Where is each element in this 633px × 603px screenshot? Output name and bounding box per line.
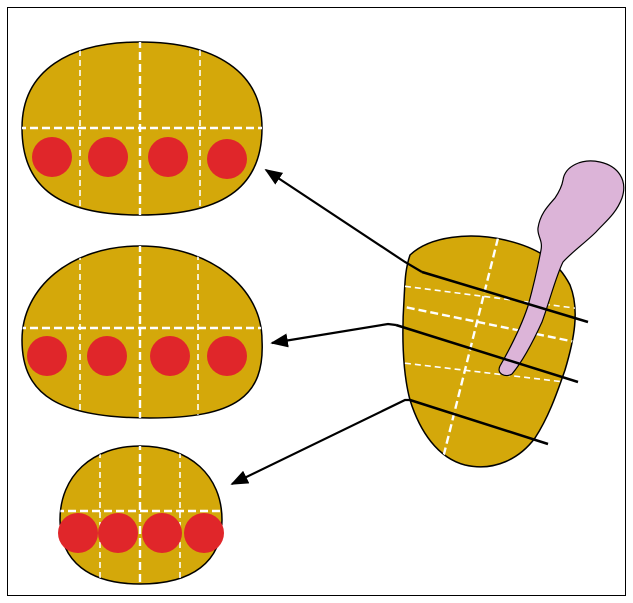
cut-line-2 xyxy=(395,323,579,384)
arrow-middle xyxy=(270,322,397,348)
middle-section xyxy=(21,245,263,419)
middle-section-outline xyxy=(21,245,263,419)
specimen xyxy=(395,160,625,468)
middle-section-grid xyxy=(22,246,263,418)
middle-marker-1 xyxy=(27,336,67,376)
upper-section xyxy=(21,41,263,216)
middle-marker-3 xyxy=(150,336,190,376)
upper-marker-1 xyxy=(32,137,72,177)
lower-section-grid xyxy=(60,446,222,584)
lower-marker-2 xyxy=(98,513,138,553)
upper-marker-3 xyxy=(148,137,188,177)
duct-shape xyxy=(498,160,625,377)
cut-line-3 xyxy=(409,398,549,446)
upper-marker-2 xyxy=(88,137,128,177)
upper-section-grid xyxy=(22,42,262,215)
specimen-grid xyxy=(402,237,576,467)
middle-marker-4 xyxy=(207,336,247,376)
lower-marker-3 xyxy=(142,513,182,553)
diagram-frame xyxy=(7,7,626,596)
lower-section xyxy=(58,445,224,585)
cut-line-1 xyxy=(421,270,589,324)
upper-marker-4 xyxy=(207,139,247,179)
arrows xyxy=(230,169,423,485)
lower-marker-4 xyxy=(184,513,224,553)
arrow-lower xyxy=(230,398,410,485)
arrow-upper xyxy=(264,169,423,273)
lower-marker-1 xyxy=(58,513,98,553)
middle-marker-2 xyxy=(87,336,127,376)
